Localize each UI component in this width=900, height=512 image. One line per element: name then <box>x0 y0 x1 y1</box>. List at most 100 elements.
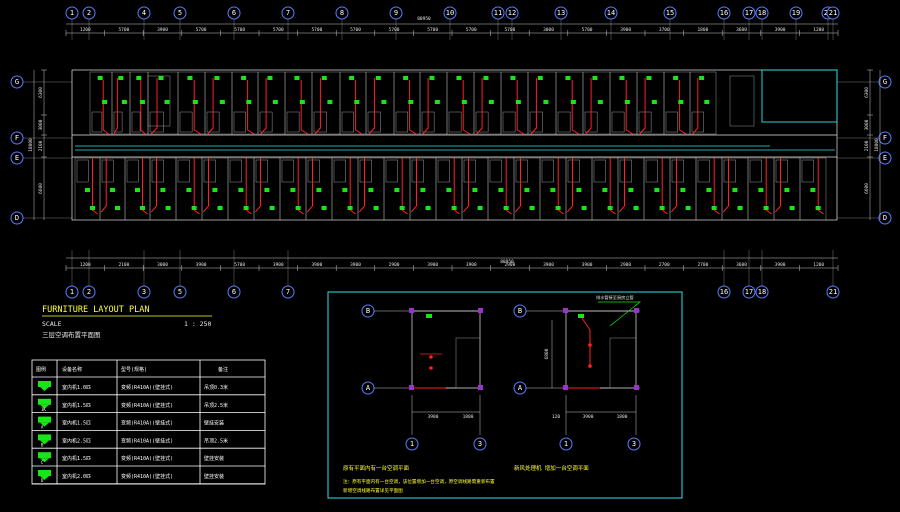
legend-note: 壁挂安装 <box>204 455 224 462</box>
ac-icon <box>191 206 197 210</box>
detail-caption-right: 新风处理机 增加一台空调平面 <box>514 464 589 472</box>
axis-top-11-label: 11 <box>494 9 502 17</box>
plant-room-frame <box>761 69 838 123</box>
ac-icon <box>327 100 333 104</box>
dimension-label: 3000 <box>157 262 168 268</box>
side-dimension-label: 2100 <box>864 140 870 151</box>
detail-unit-right: B A 排水管接至厨房立管 3900 1800 120 6800 <box>513 294 641 472</box>
legend-model: 变频(R410A)(壁挂式) <box>121 420 173 427</box>
axis-top-15-label: 15 <box>666 9 674 17</box>
side-dimension-label: 2100 <box>38 140 44 151</box>
refrigerant-pipe <box>505 158 512 215</box>
ac-icon <box>810 188 816 192</box>
axis-top-16-label: 16 <box>720 9 728 17</box>
ac-icon <box>602 188 608 192</box>
axis-right-F-label: F <box>883 134 887 142</box>
dimension-label: 3600 <box>736 262 747 268</box>
drawing-subtitle: 三层空调布置平面图 <box>42 330 101 339</box>
ac-icon <box>354 100 360 104</box>
refrigerant-pipe <box>571 80 580 135</box>
dimension-label: 3900 <box>311 262 322 268</box>
refrigerant-pipe <box>349 158 356 215</box>
refrigerant-pipe <box>247 80 255 135</box>
refrigerant-pipe <box>530 78 537 135</box>
ac-icon <box>537 76 543 80</box>
refrigerant-pipe <box>557 158 564 215</box>
dimension-label: 5700 <box>273 27 284 33</box>
detail-axis-3-left: 3 <box>478 440 482 448</box>
bathroom <box>233 111 246 133</box>
ac-icon <box>394 188 400 192</box>
room-south <box>799 157 827 221</box>
axis-top-19-label: 19 <box>792 9 800 17</box>
refrigerant-pipe <box>476 78 483 135</box>
refrigerant-pipe <box>453 158 460 215</box>
ac-icon <box>515 100 521 104</box>
dimension-label: 3900 <box>273 262 284 268</box>
axis-bottom-7-label: 7 <box>286 288 290 296</box>
ac-icon <box>212 188 218 192</box>
legend-tag: A <box>41 425 44 430</box>
dimension-label: 5700 <box>311 27 322 33</box>
ac-icon <box>619 76 625 80</box>
ac-icon <box>238 188 244 192</box>
legend-tag: C <box>41 460 44 465</box>
room-north <box>89 71 113 135</box>
ac-icon <box>503 206 509 210</box>
ac-icon <box>607 206 613 210</box>
room-north <box>147 71 179 135</box>
bathroom <box>286 111 300 133</box>
refrigerant-pipe <box>254 158 261 213</box>
bathroom <box>619 159 632 183</box>
side-total-label: 18000 <box>28 138 34 152</box>
detail-dim-left-b: 1800 <box>463 414 474 420</box>
side-total-label: 18000 <box>874 138 880 152</box>
legend-note: 吊顶0.3米 <box>204 384 228 391</box>
axis-top-18-label: 18 <box>758 9 766 17</box>
bathroom <box>567 159 580 183</box>
ac-icon <box>347 206 353 210</box>
side-dimension-label: 6600 <box>864 183 870 194</box>
bathroom <box>557 111 571 133</box>
ac-icon <box>118 76 124 80</box>
bathroom <box>502 111 516 133</box>
axis-bottom-16-label: 16 <box>720 288 728 296</box>
ac-icon <box>737 206 743 210</box>
refrigerant-pipe <box>422 78 429 135</box>
bathroom <box>177 159 190 183</box>
refrigerant-pipe <box>92 158 98 215</box>
ac-icon <box>160 188 166 192</box>
room-north <box>419 71 448 135</box>
ac-icon <box>420 188 426 192</box>
ac-icon <box>477 206 483 210</box>
room-north <box>129 71 149 135</box>
legend-model: 变频(R410A)(壁挂式) <box>121 384 173 391</box>
dimension-label: 5700 <box>466 27 477 33</box>
dimension-label: 2700 <box>659 262 670 268</box>
refrigerant-pipe <box>410 158 417 213</box>
detail-dim-right-b: 1800 <box>617 414 628 420</box>
dimension-label: 3900 <box>427 262 438 268</box>
ac-icon <box>269 206 275 210</box>
refrigerant-pipe <box>297 158 304 215</box>
ac-icon <box>524 188 530 192</box>
refrigerant-pipe <box>202 158 209 213</box>
ac-icon <box>217 206 223 210</box>
ac-icon <box>456 76 462 80</box>
ac-icon <box>654 188 660 192</box>
ac-icon <box>434 100 440 104</box>
room-north <box>473 71 502 135</box>
detail-axis-b-right: B <box>518 307 522 315</box>
axis-top-2-label: 2 <box>87 9 91 17</box>
side-dimension-label: 6300 <box>38 87 44 98</box>
ac-icon <box>425 206 431 210</box>
bathroom <box>341 111 354 133</box>
ac-icon <box>673 76 679 80</box>
room-north <box>609 71 638 135</box>
rooms-north <box>89 71 717 135</box>
ac-icon <box>628 188 634 192</box>
ac-icon <box>498 188 504 192</box>
room-north <box>204 71 233 135</box>
ac-icon <box>529 206 535 210</box>
ac-icon <box>472 188 478 192</box>
